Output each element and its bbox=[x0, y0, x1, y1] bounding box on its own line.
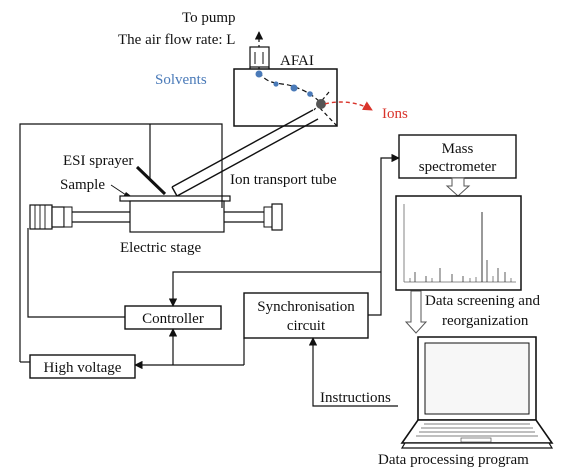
mass-spectrum-thumbnail bbox=[395, 195, 522, 291]
solvents-label: Solvents bbox=[155, 72, 207, 88]
ms-to-spectrum-arrow bbox=[445, 177, 471, 197]
pump-outlet bbox=[249, 31, 270, 71]
sample-plate bbox=[119, 195, 231, 202]
high-voltage-wire bbox=[19, 123, 223, 362]
afai-inner-dash bbox=[313, 91, 330, 111]
ion-cluster bbox=[316, 99, 326, 109]
data-screening-label-2: reorganization bbox=[442, 313, 529, 329]
spectrum-to-laptop-arrow bbox=[404, 290, 428, 334]
controller-stage-wire bbox=[27, 228, 125, 318]
ms-to-controller-wire bbox=[168, 271, 381, 307]
instructions-wire bbox=[308, 337, 398, 407]
sync-circuit-label-1: Synchronisation bbox=[257, 299, 355, 315]
data-screening-label-1: Data screening and bbox=[425, 293, 540, 309]
data-processing-label: Data processing program bbox=[378, 452, 529, 468]
ions-label: Ions bbox=[382, 106, 408, 122]
droplet bbox=[290, 84, 298, 92]
laptop-icon bbox=[400, 336, 554, 449]
ions-arrow bbox=[324, 101, 373, 111]
afai-chamber bbox=[233, 68, 338, 127]
droplet bbox=[255, 70, 263, 78]
high-voltage-label: High voltage bbox=[44, 360, 122, 376]
esi-sprayer-needle bbox=[135, 165, 167, 196]
afai-label: AFAI bbox=[280, 53, 314, 69]
sync-to-ms-wire bbox=[368, 153, 400, 316]
mass-spectrometer-label-2: spectrometer bbox=[419, 159, 496, 175]
air-flow-rate-label: The air flow rate: L bbox=[118, 32, 235, 48]
to-pump-label: To pump bbox=[182, 10, 236, 26]
afai-inner-dash-2 bbox=[317, 105, 338, 127]
mass-spectrometer-label-1: Mass bbox=[442, 141, 474, 157]
esi-sprayer-label: ESI sprayer bbox=[63, 153, 133, 169]
ion-transport-tube bbox=[171, 109, 319, 197]
electric-stage-label: Electric stage bbox=[120, 240, 202, 256]
droplet bbox=[273, 81, 279, 87]
ion-transport-tube-label: Ion transport tube bbox=[230, 172, 337, 188]
droplet bbox=[307, 91, 313, 97]
instructions-label: Instructions bbox=[320, 390, 391, 406]
sample-leader bbox=[110, 184, 127, 196]
sample-label: Sample bbox=[60, 177, 105, 193]
electric-stage bbox=[29, 200, 283, 233]
sync-circuit-label-2: circuit bbox=[287, 318, 326, 334]
flow-path bbox=[258, 71, 323, 105]
controller-label: Controller bbox=[142, 311, 204, 327]
